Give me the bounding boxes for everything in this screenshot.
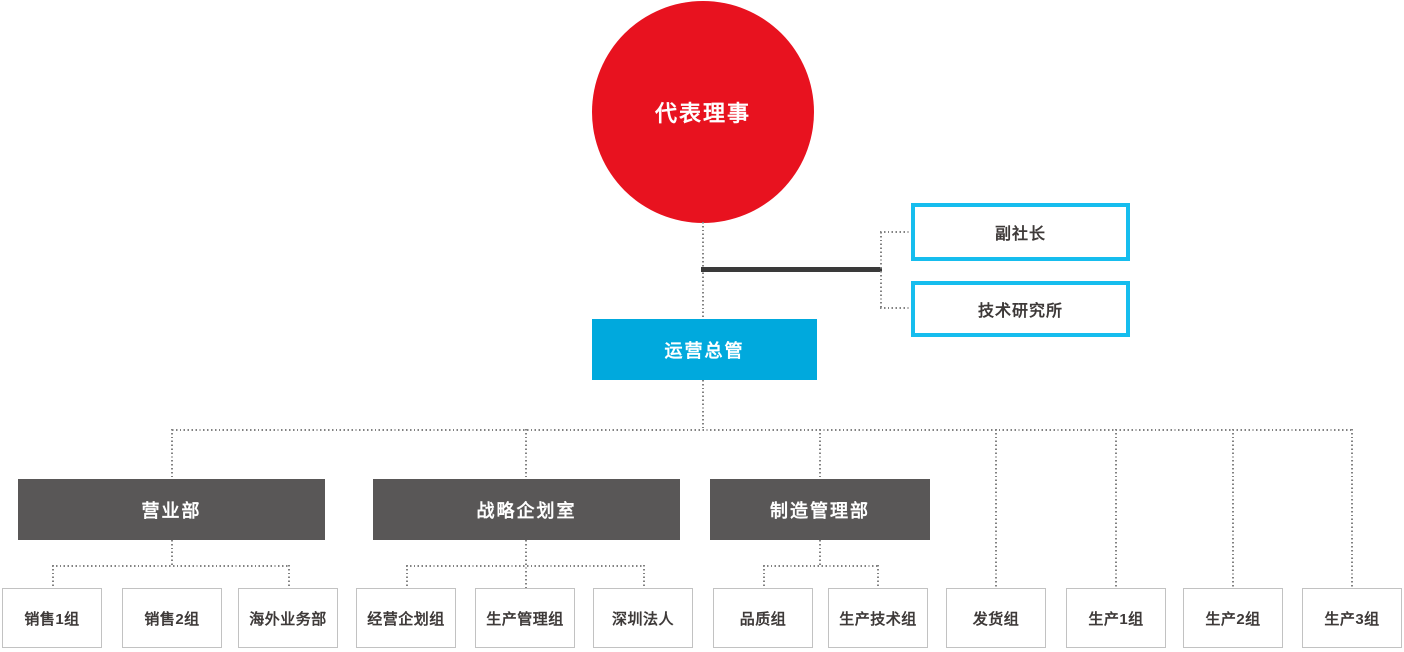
connector-strategy-dept-feed xyxy=(525,540,527,588)
node-quality-team: 品质组 xyxy=(713,588,813,648)
connector-mainline-to-strategy-dept xyxy=(525,429,527,479)
node-tech-research-institute: 技术研究所 xyxy=(911,281,1130,337)
node-production-management-team-label: 生产管理组 xyxy=(486,610,564,628)
node-business-planning-team-label: 经营企划组 xyxy=(367,610,445,628)
node-production-tech-team-label: 生产技术组 xyxy=(839,610,917,628)
node-dept-sales-label: 营业部 xyxy=(141,500,202,521)
connector-mainline-to-production-team-1 xyxy=(1115,429,1117,588)
node-dept-strategic-planning: 战略企划室 xyxy=(373,479,680,540)
node-operations-chief-label: 运营总管 xyxy=(664,340,745,361)
node-vice-president-label: 副社长 xyxy=(994,226,1046,243)
connector-manufacturing-group-horizontal xyxy=(763,565,879,567)
node-ceo: 代表理事 xyxy=(592,1,814,223)
node-shenzhen-entity: 深圳法人 xyxy=(593,588,693,648)
connector-mainline-to-production-team-3 xyxy=(1351,429,1353,588)
node-overseas-business-team-label: 海外业务部 xyxy=(249,610,327,628)
node-dept-manufacturing-management: 制造管理部 xyxy=(710,479,930,540)
connector-sales-group-horizontal xyxy=(52,565,290,567)
node-production-management-team: 生产管理组 xyxy=(475,588,575,648)
connector-coo-to-mainline xyxy=(702,380,704,430)
connector-to-planning-team xyxy=(406,565,408,588)
node-shipping-team-label: 发货组 xyxy=(972,610,1020,628)
connector-mainline-to-production-team-2 xyxy=(1232,429,1234,588)
node-vice-president: 副社长 xyxy=(911,203,1130,261)
node-dept-strategic-planning-label: 战略企划室 xyxy=(476,500,577,521)
node-business-planning-team: 经营企划组 xyxy=(356,588,456,648)
node-shipping-team: 发货组 xyxy=(946,588,1046,648)
connector-manufacturing-dept-feed xyxy=(819,540,821,566)
node-operations-chief: 运营总管 xyxy=(592,319,817,380)
node-shenzhen-entity-label: 深圳法人 xyxy=(611,610,674,628)
node-tech-research-institute-label: 技术研究所 xyxy=(977,303,1063,320)
node-sales-team-1: 销售1组 xyxy=(2,588,102,648)
node-production-team-3-label: 生产3组 xyxy=(1324,610,1380,628)
node-dept-manufacturing-management-label: 制造管理部 xyxy=(770,500,870,521)
connector-strategy-group-horizontal xyxy=(406,565,644,567)
node-sales-team-2-label: 销售2组 xyxy=(144,610,200,628)
connector-sales-dept-feed xyxy=(171,540,173,566)
connector-mainline-to-sales-dept xyxy=(171,429,173,479)
node-production-team-3: 生产3组 xyxy=(1302,588,1402,648)
node-production-tech-team: 生产技术组 xyxy=(828,588,928,648)
connector-staff-bracket-bottom xyxy=(880,307,911,309)
node-production-team-2: 生产2组 xyxy=(1183,588,1283,648)
connector-main-horizontal xyxy=(172,429,1353,431)
connector-to-production-tech-team xyxy=(877,565,879,588)
connector-staff-bracket-vertical xyxy=(880,232,882,309)
node-production-team-2-label: 生产2组 xyxy=(1205,610,1261,628)
connector-solid-staff-branch xyxy=(701,267,882,272)
node-production-team-1-label: 生产1组 xyxy=(1088,610,1144,628)
connector-to-quality-team xyxy=(763,565,765,588)
connector-staff-bracket-top xyxy=(880,231,911,233)
connector-mainline-to-manufacturing-dept xyxy=(819,429,821,479)
node-ceo-label: 代表理事 xyxy=(654,101,751,126)
node-quality-team-label: 品质组 xyxy=(739,610,787,628)
connector-mainline-to-shipping-team xyxy=(995,429,997,588)
node-production-team-1: 生产1组 xyxy=(1066,588,1166,648)
node-dept-sales: 营业部 xyxy=(18,479,325,540)
node-overseas-business-team: 海外业务部 xyxy=(238,588,338,648)
connector-to-overseas-team xyxy=(288,565,290,588)
connector-to-shenzhen-entity xyxy=(643,565,645,588)
node-sales-team-2: 销售2组 xyxy=(122,588,222,648)
node-sales-team-1-label: 销售1组 xyxy=(24,610,80,628)
connector-to-sales-team-1 xyxy=(52,565,54,588)
